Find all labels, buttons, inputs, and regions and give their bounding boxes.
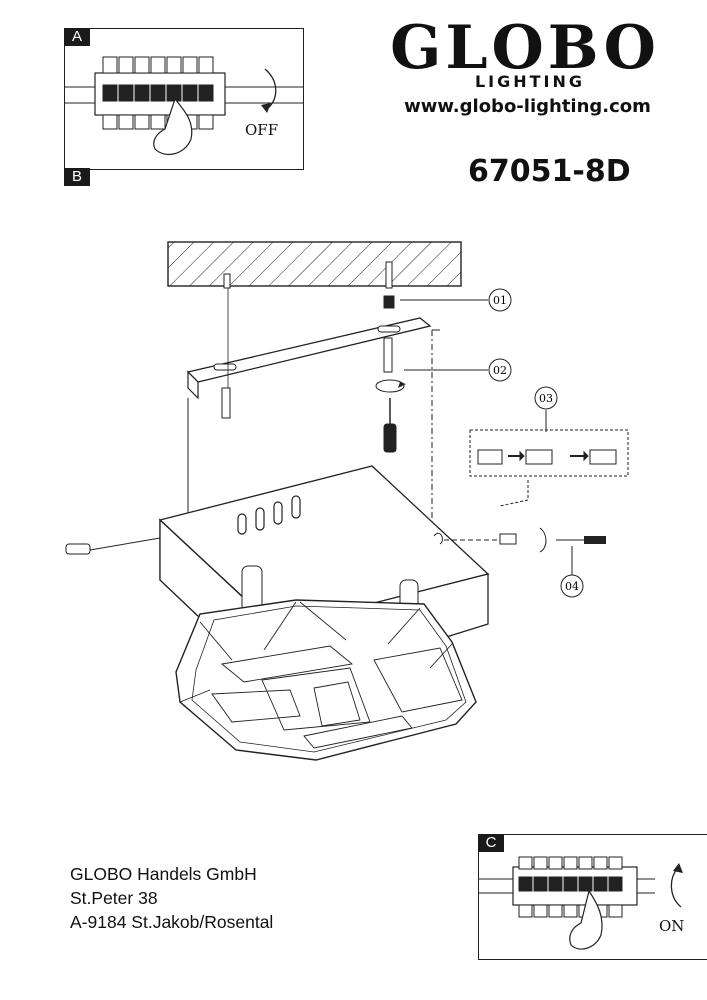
- brand-logo: GLOBO: [390, 13, 660, 83]
- callout-01: 01: [493, 294, 507, 307]
- rotate-arrow-icon: [375, 379, 405, 393]
- callout-04: 04: [565, 580, 579, 593]
- screw-icon: [223, 261, 395, 309]
- ceiling-hatch: [167, 241, 462, 287]
- hand-switch-on-icon: [479, 856, 683, 950]
- panel-b-tag: B: [64, 168, 90, 186]
- state-label-off: OFF: [245, 121, 279, 139]
- address-line-3: A-9184 St.Jakob/Rosental: [70, 912, 274, 932]
- hand-switch-off-icon: [65, 56, 303, 156]
- screwdriver-icon: [383, 398, 397, 453]
- callout-03: 03: [539, 392, 553, 405]
- panel-c-tag: C: [478, 834, 504, 852]
- model-number: 67051-8D: [468, 154, 631, 189]
- panel-a-breaker-off: OFF: [64, 28, 304, 170]
- address-line-1: GLOBO Handels GmbH: [70, 864, 257, 884]
- panel-c-breaker-on: ON: [478, 834, 707, 960]
- brand-subtitle: LIGHTING: [474, 72, 586, 91]
- company-address: GLOBO Handels GmbH St.Peter 38 A-9184 St…: [70, 862, 273, 934]
- brand-url: www.globo-lighting.com: [404, 96, 651, 117]
- panel-a-tag: A: [64, 28, 90, 46]
- callout-02: 02: [493, 364, 507, 377]
- wire-connector-icon: [477, 449, 617, 465]
- address-line-2: St.Peter 38: [70, 888, 158, 908]
- state-label-on: ON: [659, 917, 685, 935]
